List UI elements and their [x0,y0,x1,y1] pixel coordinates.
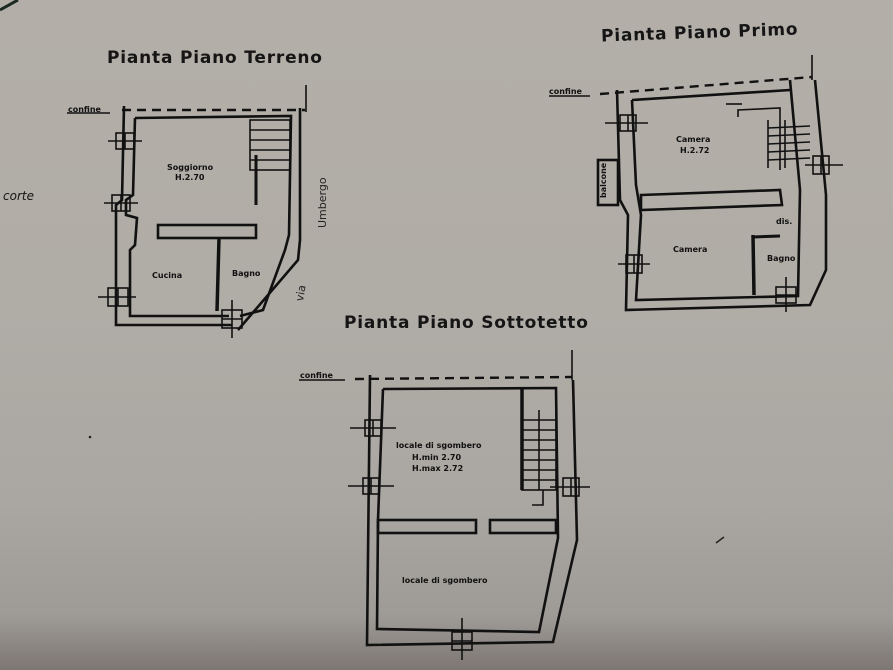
room-height-label: H.2.70 [175,173,205,182]
attic-floor-title: Pianta Piano Sottotetto [344,313,589,333]
ground-floor-plan: confine Soggiorno H.2.70 Cucina Bagno [67,85,307,338]
room-label: Camera [673,245,707,254]
first-floor-plan: confine balcone [549,55,843,312]
boundary-marker: confine [68,105,102,114]
boundary-marker: confine [300,371,334,380]
room-label: Cucina [152,271,182,280]
room-label: balcone [599,162,608,198]
room-label: locale di sgombero [396,441,482,450]
room-label: dis. [776,217,792,226]
room-label: locale di sgombero [402,576,488,585]
stray-mark [0,0,19,12]
room-label: Soggiorno [167,163,214,172]
stray-mark [88,435,92,439]
courtyard-label: corte [3,189,34,203]
room-height-label: H.min 2.70 [412,453,461,462]
room-label: Bagno [232,269,261,278]
room-label: Camera [676,135,710,144]
stray-mark [715,536,725,544]
ground-floor-title: Pianta Piano Terreno [107,48,323,68]
room-label: Bagno [767,254,796,263]
boundary-marker: confine [549,87,583,96]
attic-floor-plan: confine locale di [299,350,590,660]
room-height-label: H.2.72 [680,146,709,155]
room-height-label: H.max 2.72 [412,464,463,473]
